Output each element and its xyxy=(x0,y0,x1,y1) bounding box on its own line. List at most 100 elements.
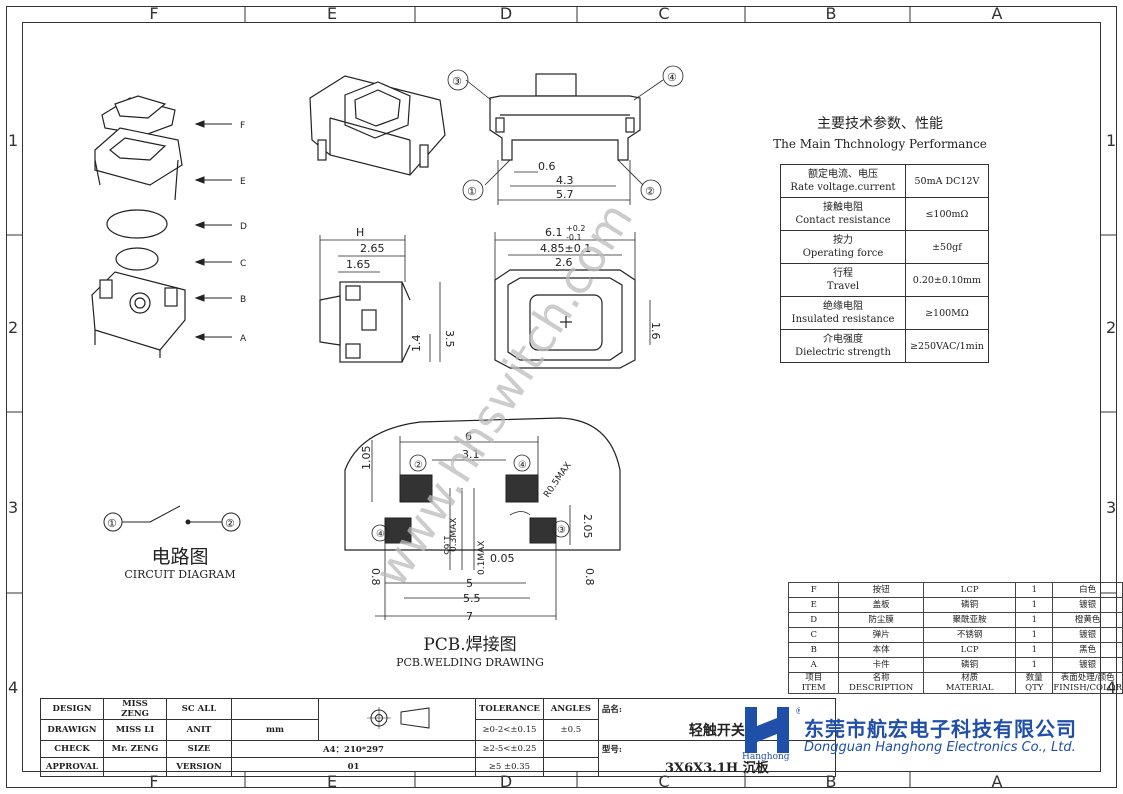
title-block: DESIGN MISS ZENG SC ALL TOLERANCE ANGLES… xyxy=(40,698,836,777)
bom-header-en: ITEM xyxy=(801,683,826,693)
zone-col-bottom: D xyxy=(499,772,513,791)
bom-header-cn: 材质 xyxy=(961,673,979,683)
exploded-label-f: F xyxy=(240,121,245,131)
bom-material: LCP xyxy=(922,582,1017,598)
svg-text:®: ® xyxy=(795,707,800,717)
side-view xyxy=(319,281,411,363)
bom-desc: 本体 xyxy=(838,642,924,658)
pcb-pads xyxy=(384,474,557,544)
tb-design-by: MISS ZENG xyxy=(103,698,167,720)
param-value: ≥100MΩ xyxy=(905,296,989,330)
bom-desc: 按钮 xyxy=(838,582,924,598)
pad-label: ② xyxy=(414,460,423,471)
pin-label: ① xyxy=(467,185,477,198)
tb-size-label: SIZE xyxy=(166,739,232,758)
zone-row-left: 1 xyxy=(8,131,19,150)
bom-finish: 镀银 xyxy=(1052,657,1123,673)
dim-label: 0.1MAX xyxy=(477,541,487,575)
bom-qty: 1 xyxy=(1015,657,1054,673)
dim-label: 1.4 xyxy=(410,335,423,353)
tb-model-label: 型号: xyxy=(597,739,836,757)
pin-label: ③ xyxy=(452,75,462,88)
param-cn: 额定电流、电压 xyxy=(808,169,878,180)
zone-row-left: 2 xyxy=(8,318,19,337)
zone-row-right: 3 xyxy=(1106,498,1117,517)
dim-label: 1.65 xyxy=(441,535,451,555)
bom-qty: 1 xyxy=(1015,642,1054,658)
dim-label: 4.3 xyxy=(556,174,574,187)
zone-col-bottom: C xyxy=(658,772,670,791)
tb-unit-label: ANIT xyxy=(166,719,232,741)
dim-label: H xyxy=(356,226,364,239)
bom-qty: 1 xyxy=(1015,627,1054,643)
bom-material: 不锈钢 xyxy=(922,627,1017,643)
zone-col-top: E xyxy=(326,4,338,23)
bom-material: 磷铜 xyxy=(922,597,1017,613)
circuit-title-cn: 电路图 xyxy=(151,546,209,568)
dim-label: 2.6 xyxy=(555,256,573,269)
front-view-labels: ③ ④ ① ② 0.6 4.3 5.7 xyxy=(452,71,677,201)
tb-angles-label: ANGLES xyxy=(542,698,599,720)
dim-label: 2.05 xyxy=(581,514,594,539)
zone-col-bottom: E xyxy=(326,772,338,791)
tb-tol-2: ≥2-5<±0.25 xyxy=(475,739,544,758)
bom-item: A xyxy=(787,657,840,673)
bom-qty: 1 xyxy=(1015,582,1054,598)
bom-desc: 卡件 xyxy=(838,657,924,673)
dim-label: 0.6 xyxy=(538,160,556,173)
exploded-label-a: A xyxy=(240,334,247,344)
tb-drawing-label: DRAWIGN xyxy=(40,719,104,741)
dim-label: 1.6 xyxy=(649,322,662,340)
param-value: 0.20±0.10mm xyxy=(905,263,989,297)
exploded-labels: F E D C B A xyxy=(240,121,247,344)
bom-qty: 1 xyxy=(1015,597,1054,613)
side-view-dims xyxy=(319,235,441,362)
company-name-cn: 东莞市航宏电子科技有限公司 xyxy=(804,717,1077,741)
bom-header-en: DESCRIPTION xyxy=(849,683,914,693)
dim-label: 7 xyxy=(466,610,473,623)
tb-unit: mm xyxy=(231,719,319,741)
bom-header-cn: 项目 xyxy=(805,673,823,683)
tb-tolerance-label: TOLERANCE xyxy=(475,698,544,720)
dim-label: 2.65 xyxy=(360,242,385,255)
isometric-view xyxy=(309,75,446,176)
dim-label: 0.8 xyxy=(369,568,382,586)
param-value: ≥250VAC/1min xyxy=(905,329,989,363)
zone-row-right: 1 xyxy=(1106,131,1117,150)
dim-label: R0.5MAX xyxy=(542,461,574,500)
circuit-title-en: CIRCUIT DIAGRAM xyxy=(124,568,236,581)
tb-angle-value: ±0.5 xyxy=(542,719,599,741)
tb-version-label: VERSION xyxy=(166,756,232,777)
bom-row: F 按钮 LCP 1 白色 xyxy=(787,582,1123,598)
tb-scale-label: SC ALL xyxy=(166,698,232,720)
drawing-outer-frame xyxy=(6,6,1117,788)
pin-label: ④ xyxy=(667,71,677,84)
param-cn: 绝缘电阻 xyxy=(823,301,863,312)
front-view xyxy=(489,73,641,161)
tb-model: 3X6X3.1H 沉板 xyxy=(597,757,836,777)
bom-material: LCP xyxy=(922,642,1017,658)
pad-label: ③ xyxy=(557,525,566,536)
zone-col-bottom: B xyxy=(825,772,837,791)
exploded-label-b: B xyxy=(240,295,246,305)
company-name-en: Dongguan Hanghong Electronics Co., Ltd. xyxy=(804,740,1076,755)
bom-finish: 黑色 xyxy=(1052,642,1123,658)
param-value: 50mA DC12V xyxy=(905,164,989,198)
pcb-outline xyxy=(344,417,621,551)
bom-item: D xyxy=(787,612,840,628)
bom-header-cn: 数量 xyxy=(1025,673,1043,683)
dim-label: +0.2 xyxy=(566,224,585,233)
param-en: Operating force xyxy=(802,248,884,259)
zone-col-top: F xyxy=(149,4,159,23)
bom-header-en: QTY xyxy=(1025,683,1044,693)
logo-text: Hanghong xyxy=(742,752,790,762)
first-angle-projection-icon xyxy=(367,706,430,729)
